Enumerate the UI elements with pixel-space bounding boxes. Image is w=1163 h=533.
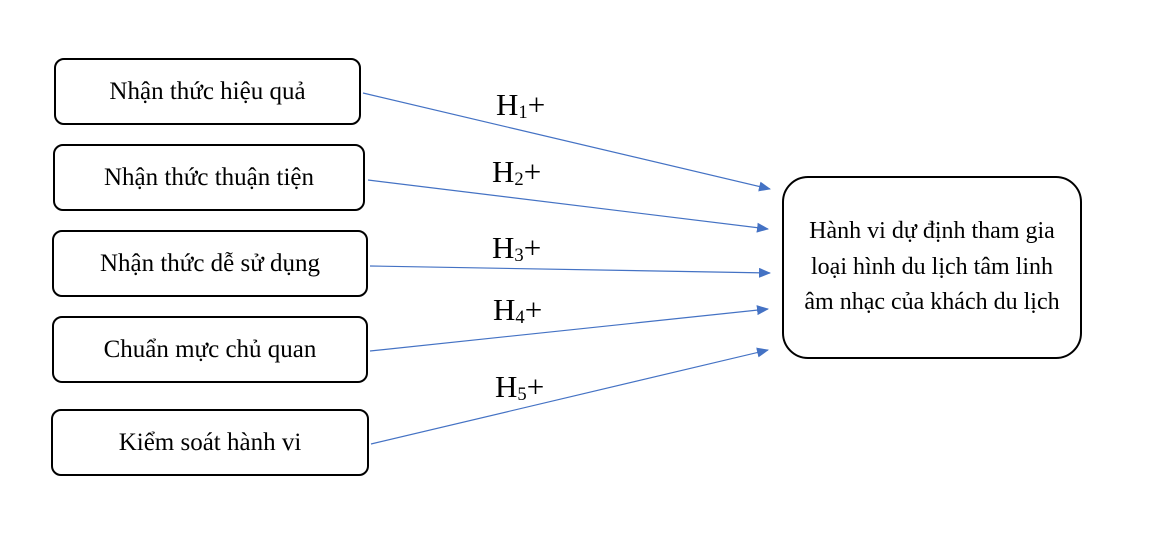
arrow-h1 bbox=[362, 92, 771, 192]
factor-label: Chuẩn mực chủ quan bbox=[103, 335, 317, 363]
hypothesis-label-h4: H4+ bbox=[493, 292, 543, 328]
arrow-h3 bbox=[369, 265, 771, 278]
hypothesis-label-h2: H2+ bbox=[492, 154, 542, 190]
factor-box-behavioral-control: Kiểm soát hành vi bbox=[51, 409, 369, 476]
factor-box-perceived-effectiveness: Nhận thức hiệu quả bbox=[54, 58, 361, 125]
arrow-h2 bbox=[367, 179, 769, 233]
factor-label: Kiểm soát hành vi bbox=[118, 428, 302, 456]
hypothesis-label-h1: H1+ bbox=[496, 87, 546, 123]
factor-box-perceived-ease-of-use: Nhận thức dễ sử dụng bbox=[52, 230, 368, 297]
hypothesis-label-h5: H5+ bbox=[495, 369, 545, 405]
hypothesis-label-h3: H3+ bbox=[492, 230, 542, 266]
factor-label: Nhận thức hiệu quả bbox=[109, 77, 306, 105]
factor-box-perceived-convenience: Nhận thức thuận tiện bbox=[53, 144, 365, 211]
outcome-label: Hành vi dự định tham gia loại hình du lị… bbox=[804, 218, 1060, 316]
outcome-box-intention: Hành vi dự định tham gia loại hình du lị… bbox=[782, 176, 1082, 359]
arrow-h4 bbox=[369, 305, 769, 352]
arrow-h5 bbox=[370, 347, 769, 445]
factor-label: Nhận thức dễ sử dụng bbox=[99, 249, 321, 277]
factor-label: Nhận thức thuận tiện bbox=[103, 163, 315, 191]
factor-box-subjective-norm: Chuẩn mực chủ quan bbox=[52, 316, 368, 383]
